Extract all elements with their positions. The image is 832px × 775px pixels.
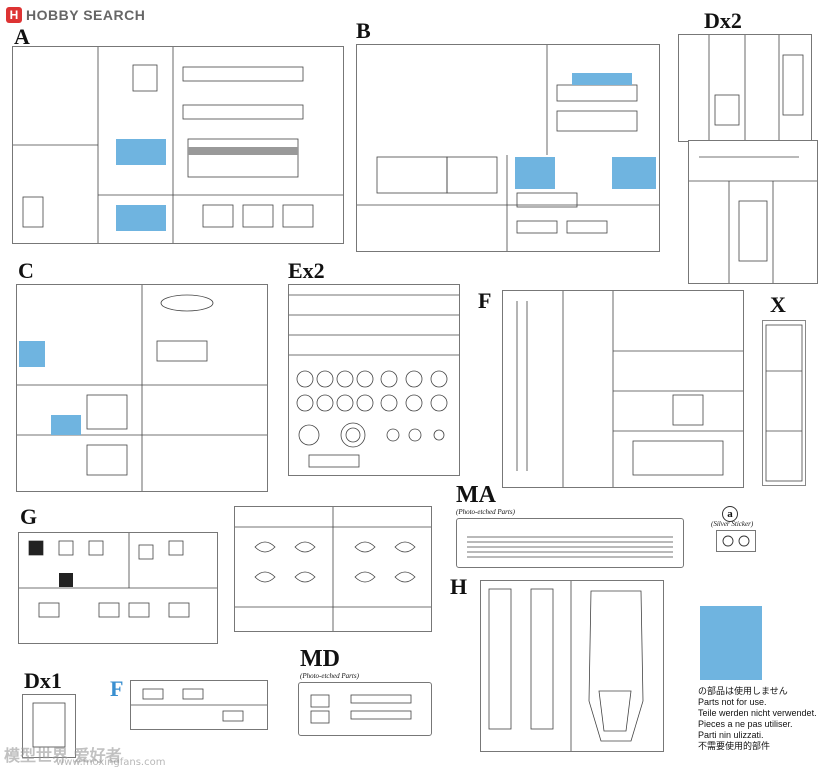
sprue-c-parts — [17, 285, 267, 491]
sprue-dx1-parts — [32, 702, 66, 748]
sprue-x — [762, 320, 806, 486]
sprue-c-label: C — [18, 258, 34, 283]
logo-text: HOBBY SEARCH — [26, 7, 146, 23]
sprue-h-label: H — [450, 574, 468, 599]
sprue-dx2-label: Dx2 — [704, 8, 742, 33]
hobby-search-logo: H HOBBY SEARCH — [6, 6, 145, 24]
sprue-ma-subtitle: (Photo-etched Parts) — [456, 508, 515, 516]
sticker-a-subtitle: (Silver Sticker) — [711, 520, 754, 528]
sprue-dx2-bottom — [688, 140, 818, 284]
sprue-a-label: A — [14, 24, 30, 49]
sprue-ma-label: MA — [456, 482, 496, 508]
sprue-unlabeled-parts — [235, 507, 431, 631]
logo-mark-icon: H — [6, 7, 22, 23]
photo-etched-md-parts — [310, 694, 412, 724]
sprue-dx2-top-parts — [708, 35, 804, 141]
sprue-dx2-bottom-parts — [689, 156, 817, 283]
sprue-f-label: F — [478, 288, 492, 313]
sprue-ex2-label: Ex2 — [288, 258, 325, 283]
sprue-f — [502, 290, 744, 488]
legend-line-it: Parti nin ulizzati. — [698, 730, 764, 740]
sprue-md-label: MD — [300, 646, 340, 672]
sprue-g-label: G — [20, 504, 38, 529]
legend-line-de: Teile werden nicht verwendet. — [698, 708, 817, 718]
sprue-g — [18, 532, 218, 644]
watermark-url: www.moxingfans.com — [56, 757, 166, 768]
legend-line-ja: の部品は使用しません — [698, 686, 788, 696]
legend-line-en: Parts not for use. — [698, 697, 767, 707]
sprue-x-label: X — [770, 292, 786, 317]
sprue-a-parts — [13, 47, 343, 243]
sprue-dx1-label: Dx1 — [24, 668, 62, 693]
photo-etched-ma-parts — [467, 536, 673, 558]
photo-etched-md — [298, 682, 432, 736]
sprue-f-blue-label: F — [110, 676, 124, 701]
silver-sticker-parts — [722, 535, 750, 547]
sprue-a — [12, 46, 344, 244]
sprue-ex2 — [288, 284, 460, 476]
watermark-text: 模型世界 爱好者 — [4, 746, 122, 765]
sprue-g-parts — [19, 533, 217, 618]
legend-line-zh: 不需要使用的部件 — [698, 741, 771, 751]
sprue-x-parts — [765, 324, 803, 482]
sprue-dx2-top — [678, 34, 812, 142]
photo-etched-ma — [456, 518, 684, 568]
sprue-h — [480, 580, 664, 752]
sprue-f-small — [130, 680, 268, 730]
sticker-a-label: a — [722, 506, 738, 522]
sprue-c — [16, 284, 268, 492]
sprue-md-subtitle: (Photo-etched Parts) — [300, 672, 359, 680]
not-for-use-swatch — [700, 606, 762, 680]
sprue-b-parts — [357, 45, 659, 251]
legend-text: の部品は使用しません Parts not for use. Teile werd… — [698, 686, 817, 752]
sprue-ex2-parts — [289, 294, 459, 468]
sprue-unlabeled — [234, 506, 432, 632]
sprue-b — [356, 44, 660, 252]
sprue-f-small-parts — [131, 688, 267, 722]
sprue-b-label: B — [356, 18, 371, 43]
legend-line-fr: Pieces a ne pas utiliser. — [698, 719, 793, 729]
sprue-f-parts — [516, 291, 743, 487]
sprue-h-parts — [488, 581, 644, 751]
silver-sticker — [716, 530, 756, 552]
sprue-dx1 — [22, 694, 76, 758]
